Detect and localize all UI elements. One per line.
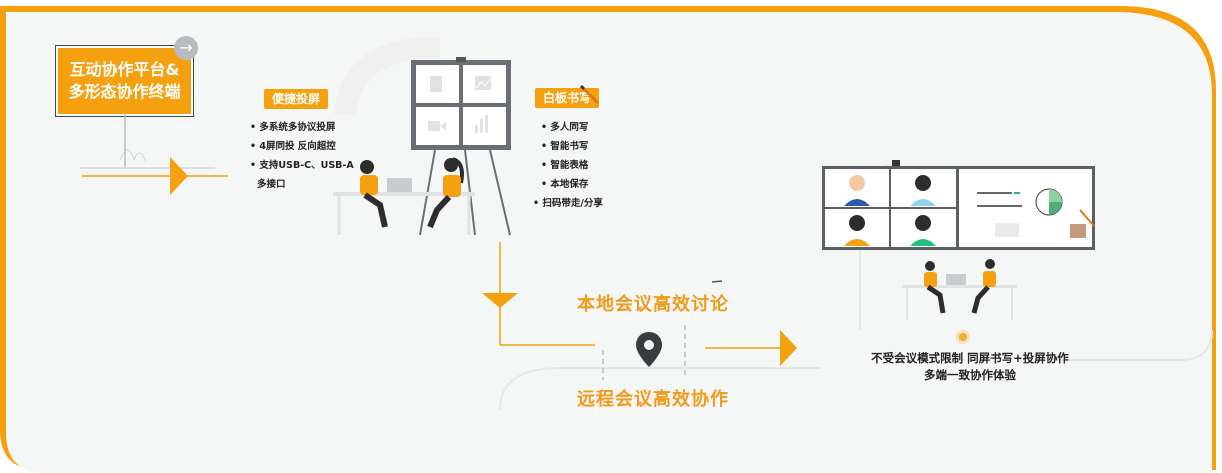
arrow-right-icon[interactable]: → (174, 36, 198, 60)
remote-screen-illustration (822, 160, 1095, 320)
document-icon (430, 76, 442, 92)
local-meeting-title: 本地会议高效讨论 (577, 294, 729, 315)
whiteboard-item: 智能表格 (541, 156, 603, 175)
arrow-head-1 (170, 157, 188, 195)
video-icon (428, 121, 446, 131)
projection-feature-list: 多系统多协议投屏 4屏同投 反向超控 支持USB-C、USB-A 多接口 (250, 118, 354, 194)
projection-item: 支持USB-C、USB-A (250, 156, 353, 175)
whiteboard-feature-list: 多人同写 智能书写 智能表格 本地保存 扫码带走/分享 (541, 118, 603, 213)
summary-line2: 多端一致协作体验 (924, 368, 1016, 382)
whiteboard-tag: 白板书写 (535, 88, 600, 108)
whiteboard-stand-illustration (333, 57, 511, 236)
arrow-head-down (482, 293, 518, 308)
bar-chart-icon (475, 115, 488, 133)
pen-icon (579, 84, 600, 105)
whiteboard-item: 多人同写 (541, 118, 603, 137)
summary-line1: 不受会议模式限制 同屏书写+投屏协作 (871, 351, 1069, 365)
projection-tag: 便捷投屏 (264, 89, 329, 109)
image-icon (475, 76, 491, 90)
whiteboard-item: 扫码带走/分享 (533, 194, 602, 213)
platform-title-line2: 多形态协作终端 (68, 82, 181, 101)
projection-item: 多系统多协议投屏 (250, 118, 354, 137)
arrow-head-2 (780, 330, 797, 366)
remote-meeting-title: 远程会议高效协作 (577, 389, 729, 410)
whiteboard-item: 本地保存 (541, 175, 603, 194)
whiteboard-item: 智能书写 (541, 137, 603, 156)
projection-item-continuation: 多接口 (257, 179, 286, 190)
location-pin-icon (636, 332, 662, 367)
platform-title-line1: 互动协作平台& (69, 60, 180, 79)
summary-caption: 不受会议模式限制 同屏书写+投屏协作 多端一致协作体验 (855, 350, 1085, 384)
projection-item: 4屏同投 反向超控 (250, 137, 354, 156)
